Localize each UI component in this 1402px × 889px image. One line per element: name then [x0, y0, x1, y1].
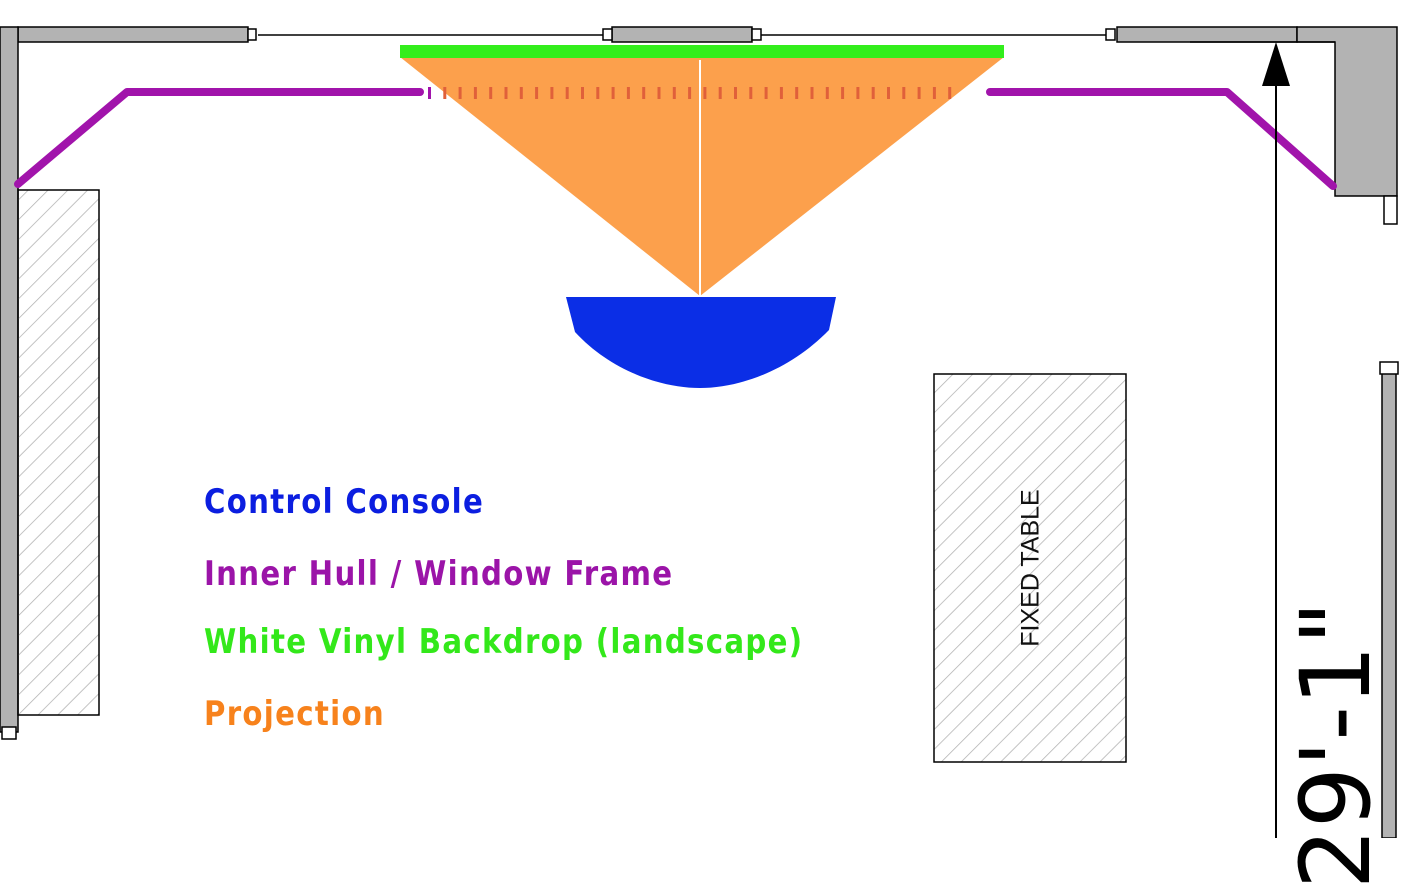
dimension-label: 29'-1"	[1280, 600, 1392, 889]
control-console	[566, 297, 836, 388]
legend-inner-hull: Inner Hull / Window Frame	[204, 554, 674, 594]
dash-mark	[504, 87, 508, 99]
dash-mark	[718, 87, 722, 99]
dash-mark	[672, 87, 676, 99]
dash-mark	[581, 87, 584, 99]
dash-mark	[458, 87, 462, 99]
dimension-line	[1262, 42, 1290, 838]
dash-mark	[887, 87, 890, 99]
dash-mark	[596, 87, 600, 99]
dash-mark	[871, 87, 875, 99]
white-vinyl-backdrop	[400, 45, 1004, 58]
left-counter	[17, 189, 100, 716]
right-wall	[1379, 361, 1399, 838]
fixed-table-label: FIXED TABLE	[1016, 489, 1045, 647]
legend-projection: Projection	[204, 694, 385, 734]
inner-hull	[14, 88, 1337, 190]
dash-mark	[749, 87, 753, 99]
legend-control-console: Control Console	[204, 482, 485, 522]
dash-mark	[795, 87, 799, 99]
dash-mark	[917, 87, 921, 99]
dash-mark	[489, 87, 493, 99]
dash-mark	[443, 87, 447, 99]
dash-mark	[642, 87, 646, 99]
dash-mark	[657, 87, 661, 99]
window-frame-dashes	[428, 87, 952, 99]
dash-mark	[473, 87, 477, 99]
dash-mark	[948, 87, 952, 99]
floor-plan	[0, 26, 1399, 838]
dash-mark	[565, 87, 569, 99]
dash-mark	[810, 87, 814, 99]
top-wall	[17, 26, 1398, 225]
dash-mark	[841, 87, 845, 99]
dash-mark	[626, 87, 630, 99]
dash-mark	[611, 87, 615, 99]
dash-mark	[550, 87, 554, 99]
dash-mark	[688, 87, 692, 99]
left-wall	[0, 26, 19, 740]
dash-mark	[428, 87, 431, 99]
dash-mark	[902, 87, 906, 99]
dash-mark	[825, 87, 829, 99]
dash-mark	[779, 87, 783, 99]
dash-mark	[764, 87, 768, 99]
dash-mark	[734, 87, 737, 99]
dash-mark	[703, 87, 707, 99]
legend-backdrop: White Vinyl Backdrop (landscape)	[204, 622, 804, 662]
projection	[400, 57, 1004, 296]
dash-mark	[519, 87, 523, 99]
fixed-table	[933, 373, 1127, 763]
dash-mark	[535, 87, 539, 99]
dash-mark	[932, 87, 936, 99]
dash-mark	[856, 87, 860, 99]
